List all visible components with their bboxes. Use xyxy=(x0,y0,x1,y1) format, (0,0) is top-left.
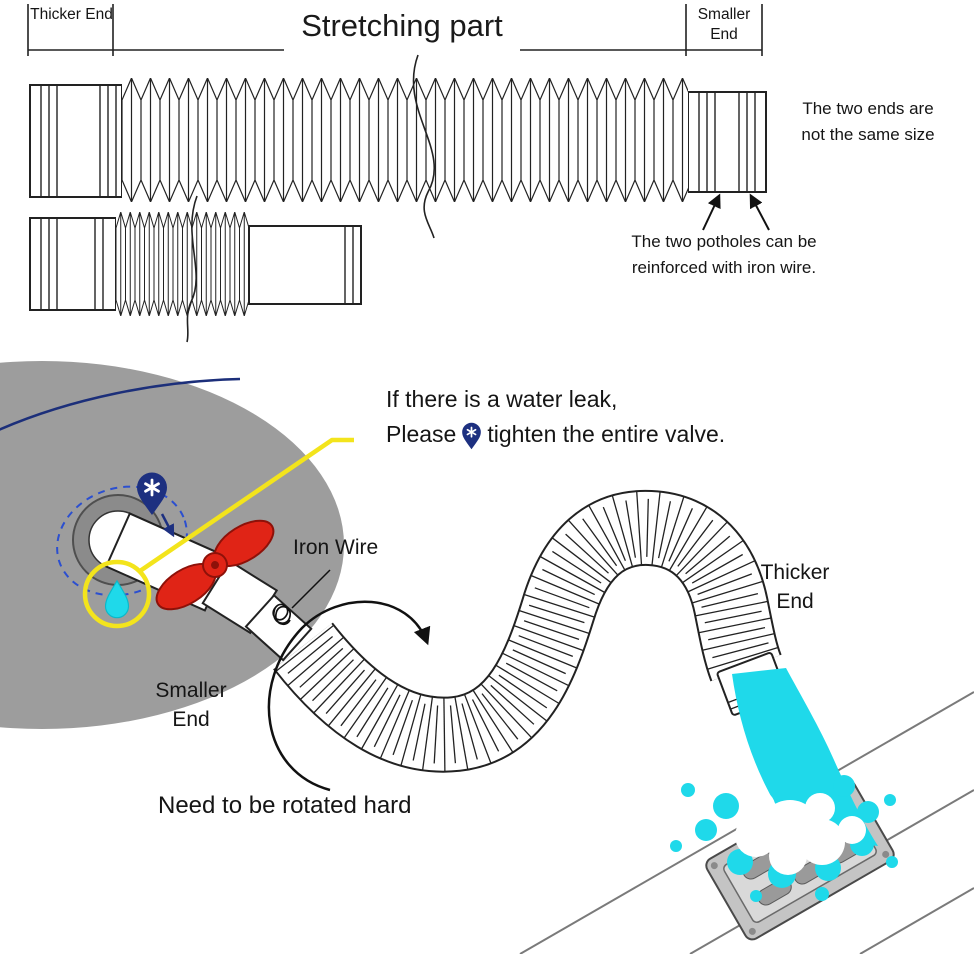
ends-note: The two ends are not the same size xyxy=(801,99,935,144)
water-stream xyxy=(732,668,878,846)
location-pin-icon xyxy=(461,422,483,450)
stretched-hose xyxy=(29,78,767,202)
iron-wire-label: Iron Wire xyxy=(293,536,379,559)
rotate-note: Need to be rotated hard xyxy=(158,792,412,819)
stretching-part-title: Stretching part xyxy=(301,8,503,43)
dimension-lines xyxy=(27,4,763,56)
compressed-hose xyxy=(29,212,362,316)
leak-leader-line xyxy=(138,437,354,573)
leak-highlight-circle xyxy=(82,559,152,629)
rotation-arrow xyxy=(267,600,431,792)
iron-wire-leader xyxy=(291,569,331,609)
smaller-end-label-bottom: Smaller End xyxy=(155,679,227,732)
outlet-dashed-circle xyxy=(56,485,188,597)
water-splash xyxy=(670,775,898,902)
leak-note-please: Please xyxy=(386,421,457,447)
water-drop-icon xyxy=(104,579,130,619)
thicker-end-label-bottom: Thicker End xyxy=(760,561,830,614)
leak-note-line1: If there is a water leak, xyxy=(386,386,618,412)
stretching-part-leader-lines xyxy=(186,54,435,343)
thicker-end-label-top: Thicker End xyxy=(30,6,113,23)
pin-arrow xyxy=(160,513,175,538)
leak-note-line2: Please tighten the entire valve. xyxy=(386,419,725,450)
valve-handle xyxy=(155,519,275,611)
iron-wire-coil xyxy=(272,603,291,626)
pothole-arrows xyxy=(702,193,770,231)
smaller-end-label-top: Smaller End xyxy=(697,6,751,44)
flexible-hose xyxy=(273,489,782,773)
leak-note-rest: tighten the entire valve. xyxy=(487,421,726,447)
potholes-note: The two potholes can be reinforced with … xyxy=(631,232,817,277)
tank-rim-line xyxy=(0,377,241,431)
